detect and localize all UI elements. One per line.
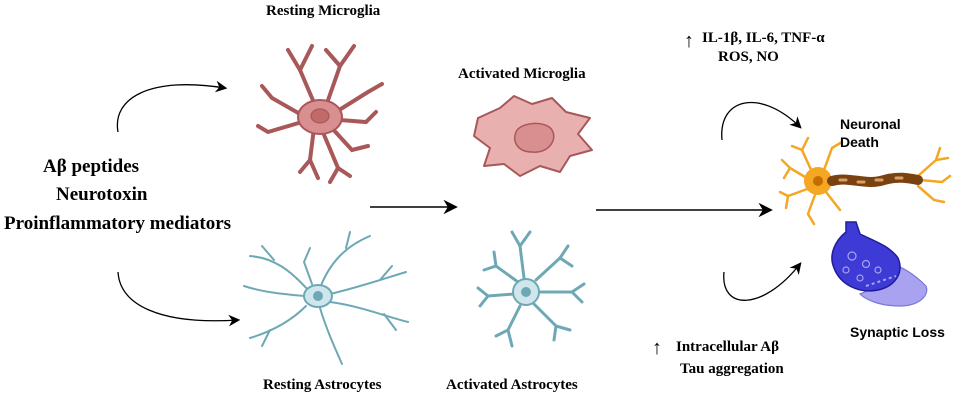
label-neuronal: Neuronal xyxy=(840,116,901,132)
label-activated-microglia: Activated Microglia xyxy=(458,66,586,82)
up-arrow-icon: ↑ xyxy=(684,30,694,52)
label-tau-aggregation: Tau aggregation xyxy=(680,361,784,377)
synapse-icon xyxy=(831,221,928,307)
input-label-neurotoxin: Neurotoxin xyxy=(56,184,148,205)
curved-arrow-to-synaptic-loss xyxy=(723,262,802,301)
label-resting-microglia: Resting Microglia xyxy=(266,3,381,19)
curved-arrow-to-neuronal-death xyxy=(721,101,802,141)
curved-arrow-to-astrocytes xyxy=(117,271,241,327)
label-activated-astrocytes: Activated Astrocytes xyxy=(446,377,578,393)
activated-astrocyte-icon xyxy=(476,230,586,348)
label-cytokines-line2: ROS, NO xyxy=(718,49,779,65)
activated-microglia-icon xyxy=(473,95,593,177)
input-label-abeta: Aβ peptides xyxy=(43,156,140,177)
label-cytokines-line1: IL-1β, IL-6, TNF-α xyxy=(702,30,825,46)
input-label-proinflammatory: Proinflammatory mediators xyxy=(4,213,232,234)
label-resting-astrocytes: Resting Astrocytes xyxy=(263,377,382,393)
label-synaptic-loss: Synaptic Loss xyxy=(850,324,945,340)
resting-microglia-icon xyxy=(256,44,384,184)
up-arrow-icon-2: ↑ xyxy=(652,337,662,359)
curved-arrow-to-microglia xyxy=(116,80,228,133)
resting-astrocyte-icon xyxy=(243,231,409,365)
label-intracellular-abeta: Intracellular Aβ xyxy=(676,339,780,355)
dying-neuron-icon xyxy=(778,136,952,226)
label-death: Death xyxy=(840,134,879,150)
